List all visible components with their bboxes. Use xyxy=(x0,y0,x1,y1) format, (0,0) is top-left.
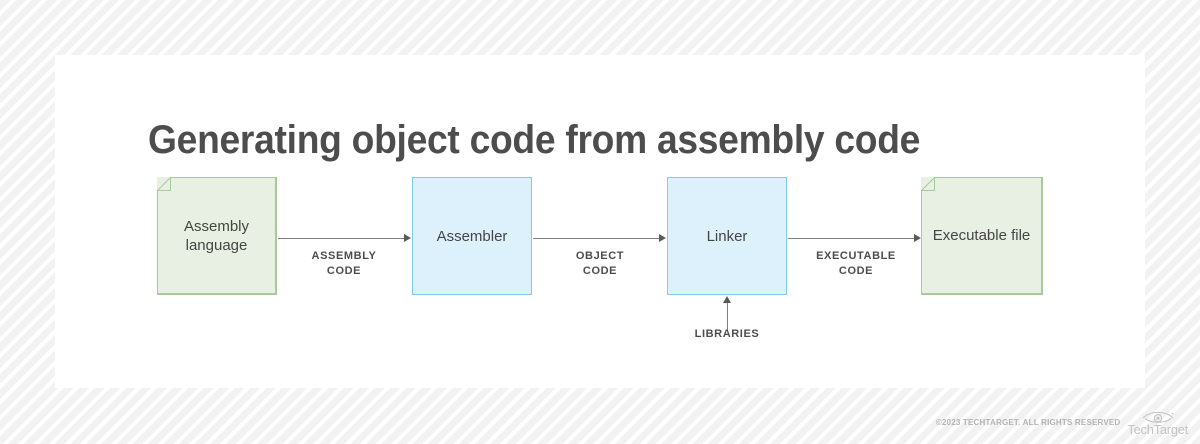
fold-edge-vertical xyxy=(170,177,171,191)
edge-label-object-code: OBJECT CODE xyxy=(575,250,625,277)
eye-icon xyxy=(1142,411,1174,423)
arrowhead-assembly-code xyxy=(404,234,411,242)
arrowhead-libraries xyxy=(723,296,731,303)
footer: ©2023 TECHTARGET. ALL RIGHTS RESERVED Te… xyxy=(936,409,1188,436)
copyright-text: ©2023 TECHTARGET. ALL RIGHTS RESERVED xyxy=(935,418,1121,427)
content-card: Generating object code from assembly cod… xyxy=(55,55,1145,388)
document-body xyxy=(157,177,276,294)
arrowhead-object-code xyxy=(659,234,666,242)
arrowhead-executable-code xyxy=(914,234,921,242)
node-executable-file[interactable]: Executable file xyxy=(920,176,1043,295)
connector-libraries xyxy=(727,302,728,331)
node-assembly-language[interactable]: Assembly language xyxy=(156,176,277,295)
node-label: Assembly language xyxy=(183,217,250,254)
techtarget-logo: TechTarget xyxy=(1127,409,1188,436)
connector-assembly-code xyxy=(278,238,404,239)
fold-edge-vertical xyxy=(934,177,935,191)
connector-object-code xyxy=(533,238,659,239)
folded-corner-icon xyxy=(156,176,172,192)
fold-edge-horizontal xyxy=(157,190,171,191)
edge-label-libraries: LIBRARIES xyxy=(694,328,760,340)
flow-diagram: Assembly language ASSEMBLY CODE Assemble… xyxy=(55,55,1145,388)
node-label: Linker xyxy=(706,227,748,245)
node-assembler[interactable]: Assembler xyxy=(412,177,532,295)
page-title: Generating object code from assembly cod… xyxy=(148,117,921,162)
folded-corner-icon xyxy=(920,176,936,192)
techtarget-wordmark: TechTarget xyxy=(1127,422,1188,437)
edge-label-executable-code: EXECUTABLE CODE xyxy=(816,250,896,277)
node-label: Assembler xyxy=(436,227,508,245)
node-label: Executable file xyxy=(932,227,1031,244)
edge-label-assembly-code: ASSEMBLY CODE xyxy=(311,250,377,277)
node-linker[interactable]: Linker xyxy=(667,177,787,295)
connector-executable-code xyxy=(788,238,915,239)
document-body xyxy=(921,177,1042,294)
fold-edge-horizontal xyxy=(921,190,935,191)
